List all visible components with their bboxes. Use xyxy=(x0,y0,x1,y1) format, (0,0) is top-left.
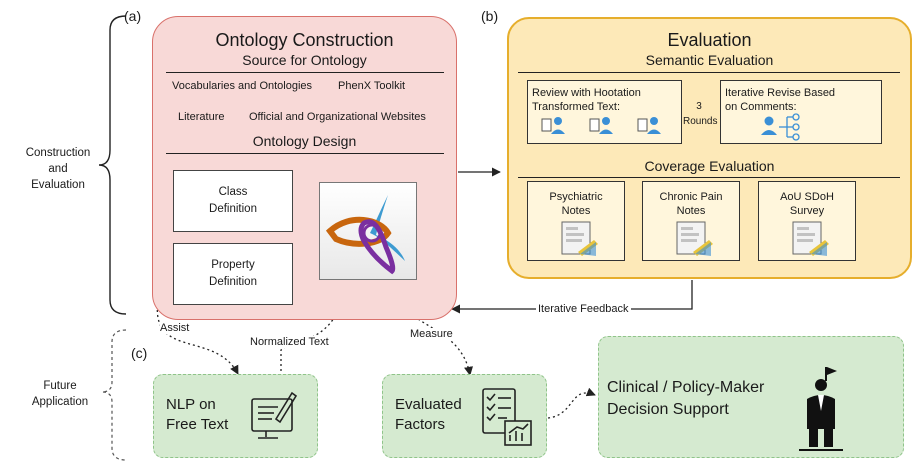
businessman-icon xyxy=(799,367,843,451)
normalized-text-label: Normalized Text xyxy=(248,336,331,348)
computer-pen-icon xyxy=(251,391,298,439)
aou-sdoh-survey-box: AoU SDoH Survey xyxy=(758,181,856,261)
assist-label: Assist xyxy=(160,322,190,334)
divider xyxy=(518,177,900,178)
psychiatric-notes-box: Psychiatric Notes xyxy=(527,181,625,261)
chronic-pain-notes-box: Chronic Pain Notes xyxy=(642,181,740,261)
factors-line: Evaluated xyxy=(395,396,462,413)
brace-future xyxy=(101,329,127,461)
measure-label: Measure xyxy=(410,328,453,340)
class-def-line: Definition xyxy=(209,203,257,215)
checklist-chart-icon xyxy=(482,388,532,446)
class-def-line: Class xyxy=(218,186,248,198)
factors-line: Factors xyxy=(395,416,446,433)
revise-text: Iterative Revise Based on Comments: xyxy=(725,86,835,114)
label-c: (c) xyxy=(131,345,148,361)
rounds-number: 3 xyxy=(696,101,702,112)
review-line: Review with Hootation xyxy=(532,87,641,99)
arrow-measure xyxy=(396,281,474,376)
review-person-icon xyxy=(541,117,661,134)
nlp-box: NLP on Free Text xyxy=(153,374,318,458)
side-label-line: Construction xyxy=(25,147,91,159)
source-vocabularies: Vocabularies and Ontologies xyxy=(172,80,313,92)
revise-line: on Comments: xyxy=(725,101,797,113)
side-label-line: Future xyxy=(43,380,77,392)
source-title: Source for Ontology xyxy=(242,52,367,68)
label-a: (a) xyxy=(124,8,142,24)
nlp-text: NLP on Free Text xyxy=(166,395,228,435)
divider xyxy=(518,72,900,73)
factors-text: Evaluated Factors xyxy=(395,395,462,435)
document-icon xyxy=(792,221,829,256)
decision-line: Clinical / Policy-Maker xyxy=(607,379,765,396)
rounds-label-word: Rounds xyxy=(683,116,718,127)
nlp-line: NLP on xyxy=(166,396,216,413)
revise-person-icon xyxy=(761,113,800,141)
class-definition-box: Class Definition xyxy=(173,170,293,232)
decision-line: Decision Support xyxy=(607,401,729,418)
iterative-feedback-label: Iterative Feedback xyxy=(536,303,631,315)
ontology-logo-graphic xyxy=(325,195,405,275)
property-definition-box: Property Definition xyxy=(173,243,293,305)
semantic-title: Semantic Evaluation xyxy=(645,52,774,68)
review-box: Review with Hootation Transformed Text: xyxy=(527,80,682,144)
note-line: Notes xyxy=(561,205,591,217)
arrow-factors-to-decision xyxy=(547,387,596,419)
decision-support-box: Clinical / Policy-Maker Decision Support xyxy=(598,336,904,458)
property-def-line: Definition xyxy=(209,276,257,288)
ontology-logo xyxy=(319,182,417,280)
side-label-line: Application xyxy=(31,396,89,408)
revise-box: Iterative Revise Based on Comments: xyxy=(720,80,882,144)
side-label-construction: Construction and Evaluation xyxy=(18,145,98,193)
source-phenx: PhenX Toolkit xyxy=(338,80,406,92)
evaluated-factors-box: Evaluated Factors xyxy=(382,374,547,458)
review-line: Transformed Text: xyxy=(532,101,621,113)
side-label-line: Evaluation xyxy=(31,179,85,191)
label-b: (b) xyxy=(481,8,499,24)
side-label-future: Future Application xyxy=(20,378,100,410)
coverage-title: Coverage Evaluation xyxy=(644,158,775,174)
note-line: Chronic Pain xyxy=(659,191,723,203)
revise-line: Iterative Revise Based xyxy=(725,87,836,99)
note-line: AoU SDoH xyxy=(780,191,834,203)
side-label-line: and xyxy=(48,163,68,175)
brace-construction xyxy=(98,15,127,315)
construction-title: Ontology Construction xyxy=(215,30,394,50)
source-websites: Official and Organizational Websites xyxy=(249,111,426,123)
note-line: Notes xyxy=(676,205,706,217)
source-literature: Literature xyxy=(178,111,225,123)
evaluation-title: Evaluation xyxy=(667,30,752,50)
decision-text: Clinical / Policy-Maker Decision Support xyxy=(607,377,764,421)
rounds-label: 3 xyxy=(683,101,715,113)
document-icon xyxy=(561,221,598,256)
note-line: Psychiatric xyxy=(549,191,603,203)
document-icon xyxy=(676,221,713,256)
arrow-iterative-feedback xyxy=(451,280,693,314)
review-text: Review with Hootation Transformed Text: xyxy=(532,86,641,114)
design-title: Ontology Design xyxy=(252,133,357,149)
divider xyxy=(166,153,444,154)
divider xyxy=(166,72,444,73)
nlp-line: Free Text xyxy=(166,416,229,433)
property-def-line: Property xyxy=(211,259,255,271)
note-line: Survey xyxy=(789,205,825,217)
